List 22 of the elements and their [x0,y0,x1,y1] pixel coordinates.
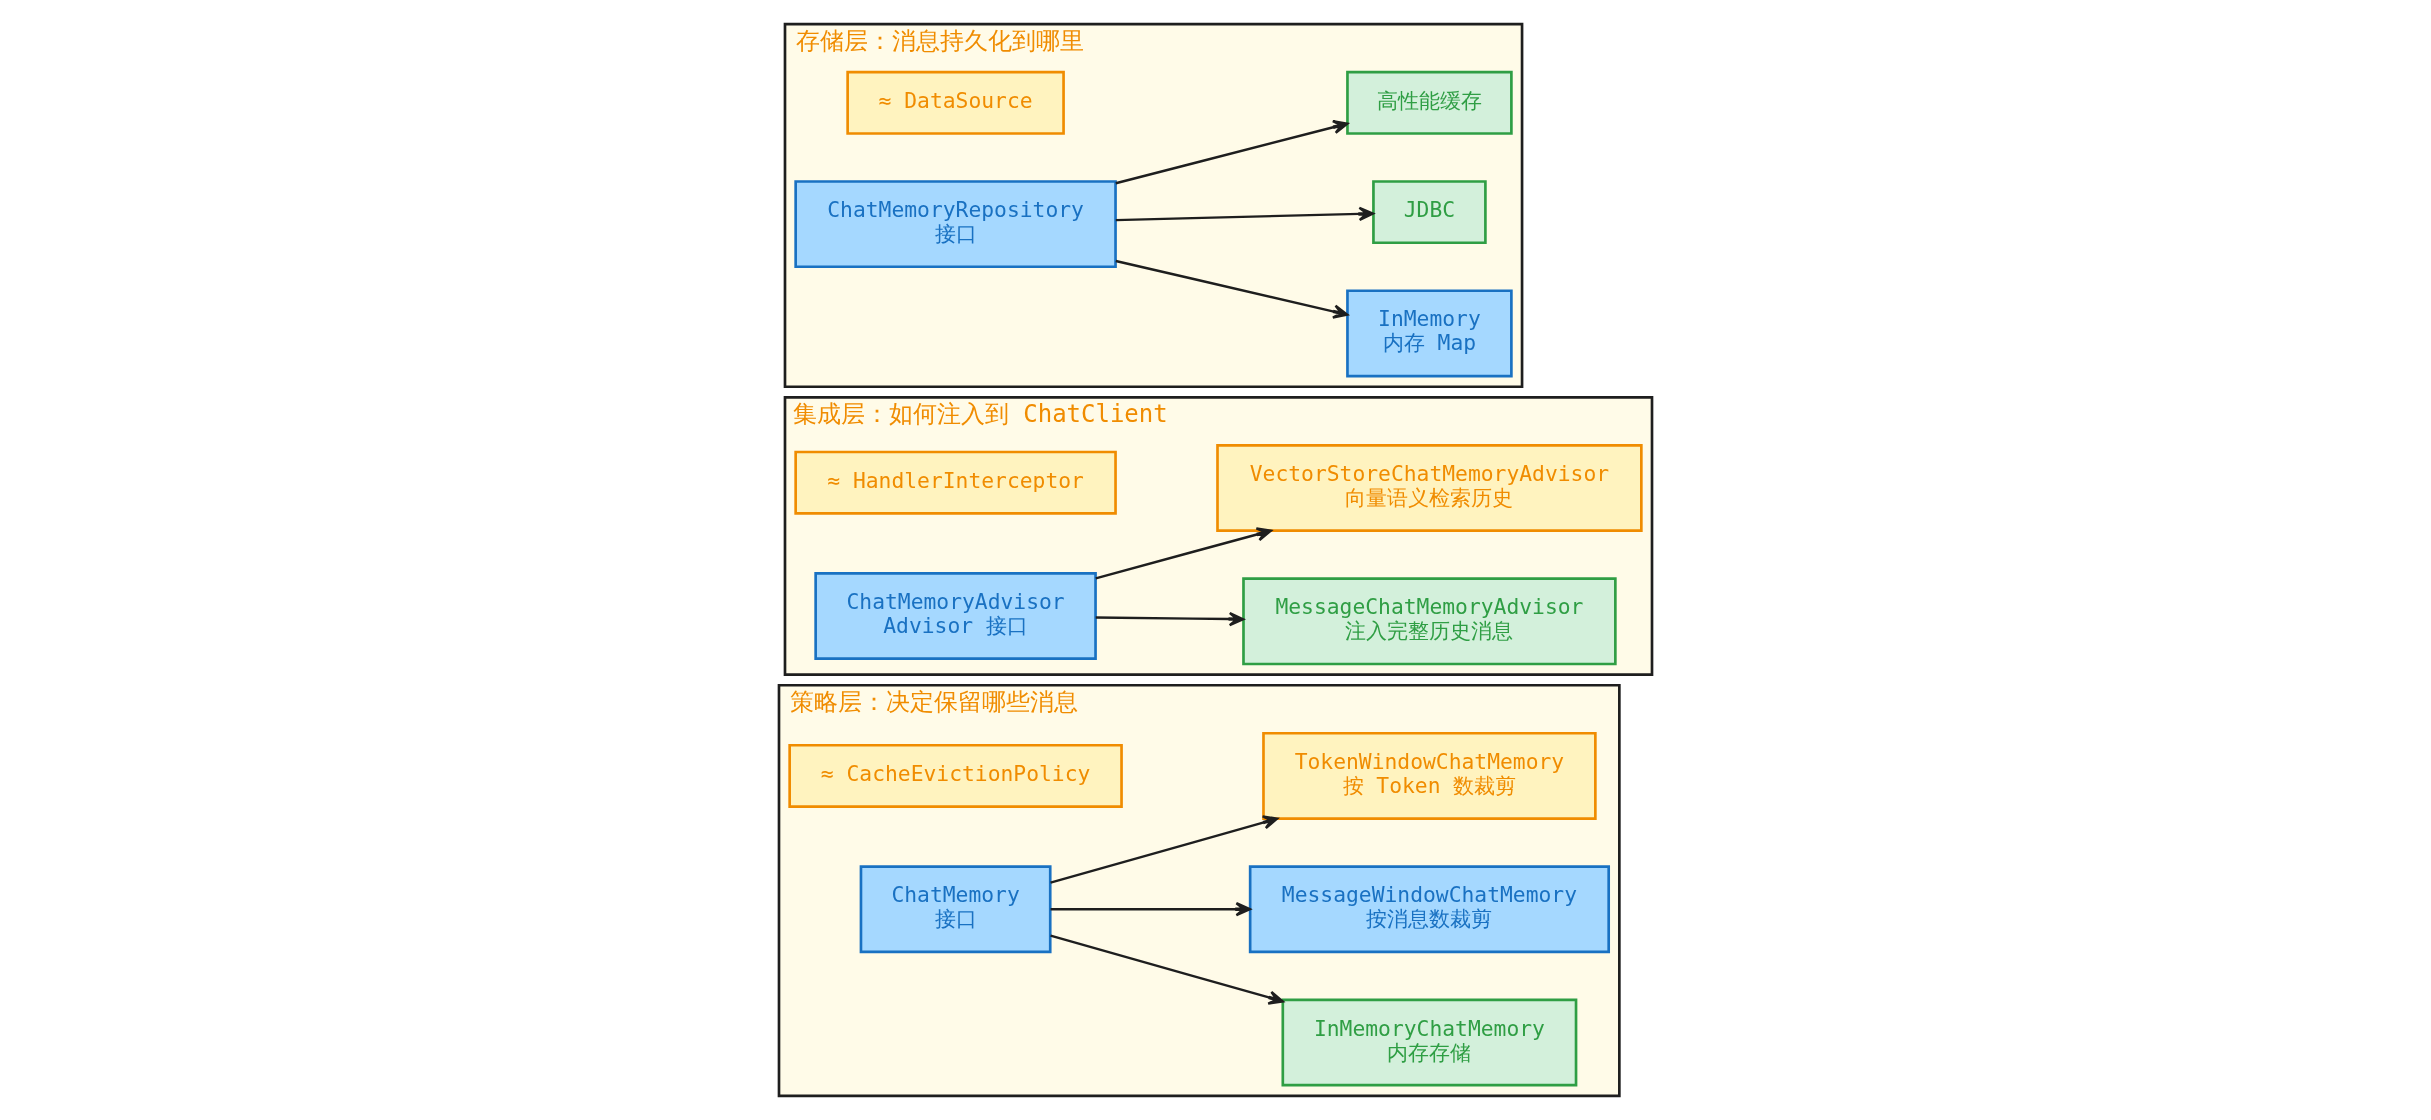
node-box: InMemory 内存 Map [1346,289,1513,378]
node-box: JDBC [1372,180,1487,245]
node-box: MessageChatMemoryAdvisor 注入完整历史消息 [1242,577,1617,666]
arrow [1115,259,1349,319]
node-box: ≈ CacheEvictionPolicy [788,743,1123,808]
node-box: ChatMemoryAdvisor Advisor 接口 [814,572,1097,660]
arrow [1095,527,1273,580]
arrow [1050,934,1284,1005]
node-box: VectorStoreChatMemoryAdvisor 向量语义检索历史 [1216,444,1643,532]
node-box: 高性能缓存 [1346,70,1513,135]
arrow [1050,902,1251,917]
node-box: ChatMemoryRepository 接口 [794,180,1117,269]
node-box: MessageWindowChatMemory 按消息数裁剪 [1248,865,1611,954]
node-box: ≈ DataSource [846,70,1065,135]
arrow [1095,611,1245,627]
node-box: TokenWindowChatMemory 按 Token 数裁剪 [1262,731,1597,820]
arrow [1115,119,1349,185]
arrow [1115,206,1375,222]
node-box: InMemoryChatMemory 内存存储 [1281,998,1578,1087]
arrow [1050,815,1279,884]
node-box: ≈ HandlerInterceptor [794,450,1117,515]
node-box: ChatMemory 接口 [859,865,1052,954]
